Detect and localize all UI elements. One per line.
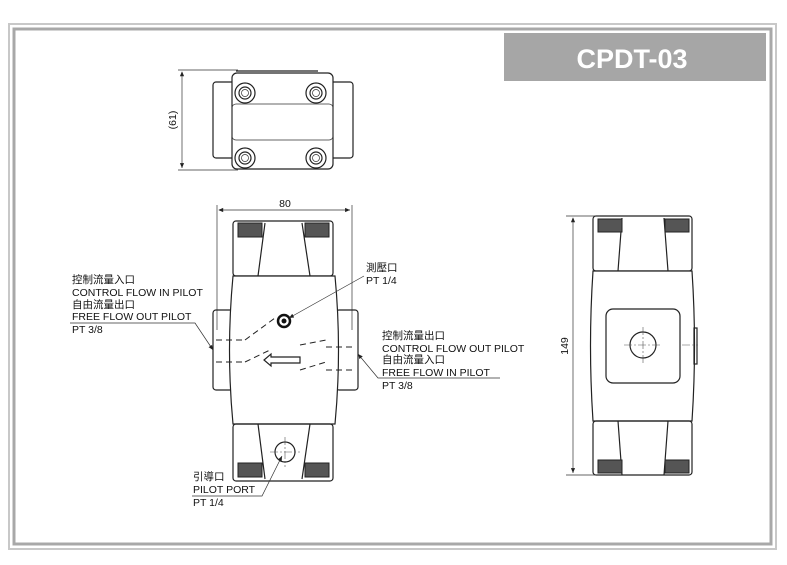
label-text: FREE FLOW IN PILOT: [382, 367, 491, 379]
label-text: 控制流量入口: [72, 273, 135, 286]
label-text: 測壓口: [366, 261, 398, 274]
pilot-port-icon: [270, 437, 300, 467]
label-text: PT 3/8: [382, 380, 413, 392]
label-text: 自由流量出口: [72, 298, 135, 311]
top-view: (61): [167, 69, 354, 171]
gauge-port-icon: [276, 313, 292, 329]
side-view: 149: [559, 215, 698, 476]
drawing-frame: [8, 23, 777, 550]
dimension-80: 80: [279, 198, 291, 210]
label-text: PT 3/8: [72, 324, 103, 336]
model-title-box: CPDT-03: [504, 33, 766, 81]
label-text: PT 1/4: [366, 275, 397, 287]
gauge-port-label: 測壓口 PT 1/4: [288, 261, 398, 319]
label-text: CONTROL FLOW IN PILOT: [72, 287, 203, 299]
label-text: FREE FLOW OUT PILOT: [72, 311, 192, 323]
bolt-icon: [234, 82, 327, 169]
label-text: 引導口: [193, 470, 225, 483]
label-text: PILOT PORT: [193, 484, 256, 496]
dimension-61: (61): [167, 111, 179, 130]
label-text: 自由流量入口: [382, 353, 445, 366]
front-view: 80 控制流量入口 CONTROL FLOW IN P: [70, 198, 525, 509]
model-title: CPDT-03: [576, 44, 687, 74]
left-port-label: 控制流量入口 CONTROL FLOW IN PILOT 自由流量出口 FREE…: [70, 273, 214, 351]
flow-arrow-icon: [263, 352, 301, 368]
label-text: 控制流量出口: [382, 329, 445, 342]
dimension-149: 149: [559, 337, 571, 355]
label-text: CONTROL FLOW OUT PILOT: [382, 343, 525, 355]
label-text: PT 1/4: [193, 497, 224, 509]
right-port-label: 控制流量出口 CONTROL FLOW OUT PILOT 自由流量入口 FRE…: [357, 329, 525, 392]
pilot-port-label: 引導口 PILOT PORT PT 1/4: [192, 455, 283, 509]
